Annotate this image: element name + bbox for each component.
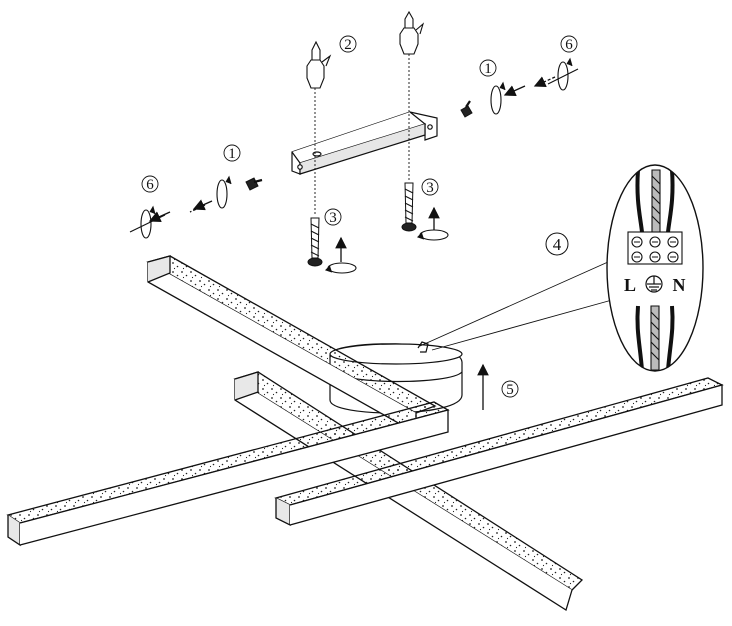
screw-right <box>401 182 417 232</box>
step-number: 5 <box>506 382 514 398</box>
step-number: 1 <box>484 61 492 77</box>
step-callout-1a: 1 <box>223 144 241 162</box>
step-callout-3a: 3 <box>324 208 342 226</box>
mounting-bracket <box>291 111 438 175</box>
rotate-arrow-icon <box>490 81 506 115</box>
step-number: 6 <box>146 177 154 193</box>
terminal-live-label: L <box>624 275 636 295</box>
light-arm-right <box>274 377 724 527</box>
rotate-arrow-icon <box>216 175 232 209</box>
guide-lines <box>314 54 410 215</box>
step-number: 1 <box>228 146 236 162</box>
terminal-neutral-label: N <box>673 275 686 295</box>
step-number: 2 <box>344 37 352 53</box>
fixing-screw-left <box>245 177 263 191</box>
step-callout-5: 5 <box>501 380 519 398</box>
fixing-screw-right <box>460 100 473 118</box>
step-number: 6 <box>565 37 573 53</box>
step-callout-1b: 1 <box>479 59 497 77</box>
zoom-pointer <box>419 261 609 347</box>
step-callout-6b: 6 <box>560 35 578 53</box>
step-number: 3 <box>426 180 434 196</box>
step-number: 4 <box>553 235 562 254</box>
wall-plug-left <box>306 40 332 89</box>
step-callout-6a: 6 <box>141 175 159 193</box>
rotate-arrow-icon <box>547 57 579 91</box>
step-callout-4: 4 <box>545 232 569 256</box>
wiring-detail: L N <box>606 164 704 372</box>
rotate-arrow-icon <box>129 205 166 239</box>
screw-left <box>307 217 323 267</box>
earth-ground-icon <box>645 275 663 293</box>
step-number: 3 <box>329 210 337 226</box>
light-arm-front-long <box>6 401 450 547</box>
wall-plug-right <box>399 10 425 55</box>
direction-arrows <box>148 76 556 410</box>
rotate-arrow-icon <box>416 229 449 241</box>
rotate-arrow-icon <box>324 262 357 274</box>
step-callout-2: 2 <box>339 35 357 53</box>
step-callout-3b: 3 <box>421 178 439 196</box>
zoom-pointer <box>431 299 613 351</box>
